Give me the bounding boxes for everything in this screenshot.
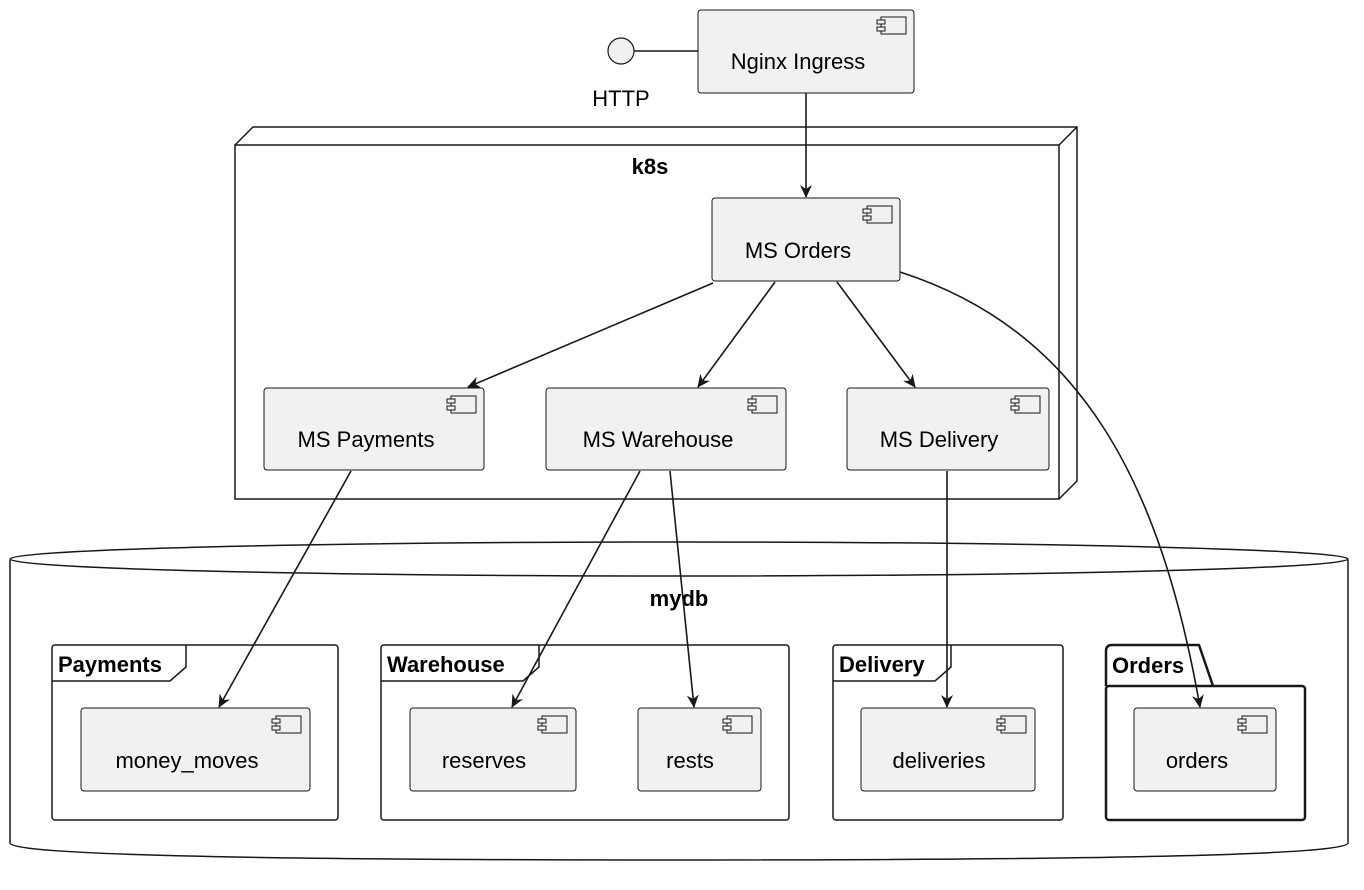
component-label: reserves [442, 748, 526, 773]
arrow-orders-to-orders-table [899, 271, 1204, 708]
arrow-orders-to-warehouse [697, 281, 776, 388]
arrow-orders-to-delivery [836, 281, 916, 388]
frame-label-warehouse: Warehouse [387, 652, 505, 677]
component-label: MS Warehouse [583, 427, 734, 452]
arrow-payments-to-money-moves [218, 470, 352, 708]
component-icon [537, 715, 568, 734]
arrow-warehouse-to-reserves [511, 470, 641, 708]
component-reserves: reserves [409, 707, 577, 792]
package-label: Orders [1112, 653, 1184, 678]
component-rests: rests [637, 707, 762, 792]
component-label: rests [666, 748, 714, 773]
component-label: deliveries [893, 748, 986, 773]
component-icon [1010, 395, 1041, 414]
component-label: money_moves [115, 748, 258, 773]
interface-label: HTTP [592, 86, 649, 111]
arrow-orders-to-payments [467, 282, 714, 388]
component-ms-delivery: MS Delivery [846, 387, 1050, 471]
component-orders-table: orders [1133, 707, 1277, 792]
component-icon [1237, 715, 1268, 734]
component-label: MS Payments [298, 427, 435, 452]
component-ms-warehouse: MS Warehouse [545, 387, 787, 471]
interface-circle [607, 37, 635, 65]
component-deliveries: deliveries [860, 707, 1036, 792]
component-ms-payments: MS Payments [263, 387, 485, 471]
component-icon [747, 395, 778, 414]
node-label: k8s [632, 154, 669, 179]
component-icon [876, 16, 907, 35]
connections [218, 93, 1204, 708]
component-icon [271, 715, 302, 734]
component-nginx-ingress: Nginx Ingress [697, 9, 915, 94]
interface-http: HTTP [592, 37, 698, 111]
component-icon [446, 395, 477, 414]
component-icon [862, 205, 893, 224]
component-label: MS Delivery [880, 427, 999, 452]
database-label: mydb [650, 586, 709, 611]
component-ms-orders: MS Orders [711, 197, 901, 282]
component-icon [996, 715, 1027, 734]
frame-label-payments: Payments [58, 652, 162, 677]
component-label: orders [1166, 748, 1228, 773]
component-money-moves: money_moves [80, 707, 311, 792]
component-icon [722, 715, 753, 734]
frame-label-delivery: Delivery [839, 652, 925, 677]
arrow-warehouse-to-rests [669, 470, 699, 708]
component-label: Nginx Ingress [731, 49, 866, 74]
component-label: MS Orders [745, 238, 851, 263]
